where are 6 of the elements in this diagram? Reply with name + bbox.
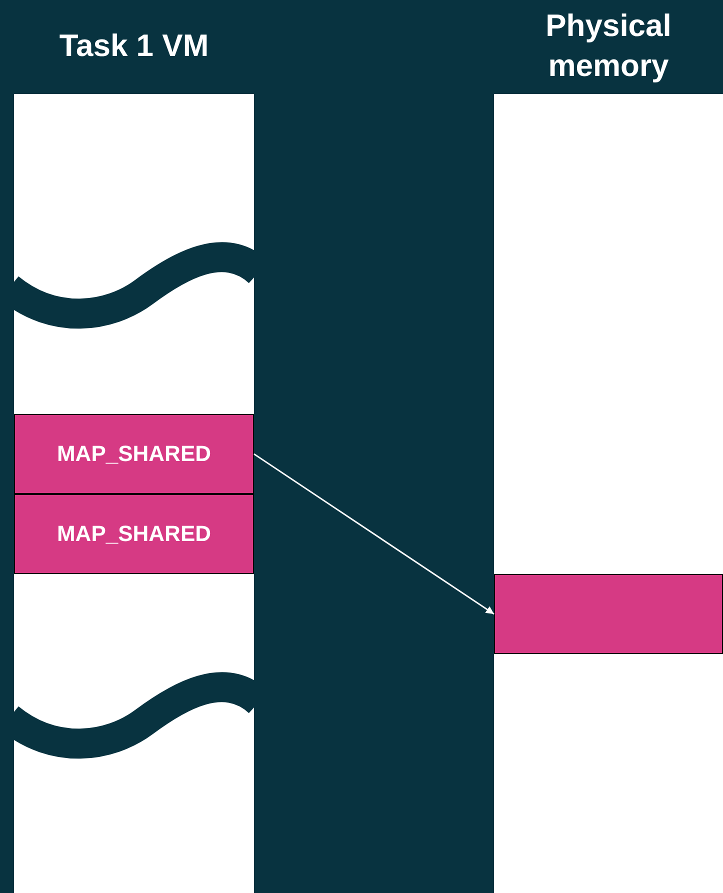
memory-region: MAP_SHARED [14, 494, 254, 574]
column-heading: Physical memory [544, 7, 672, 85]
arrow [254, 453, 494, 615]
memory-region-bar [494, 574, 723, 654]
column-heading: Task 1 VM [58, 27, 210, 65]
memory-region: MAP_SHARED [14, 414, 254, 494]
